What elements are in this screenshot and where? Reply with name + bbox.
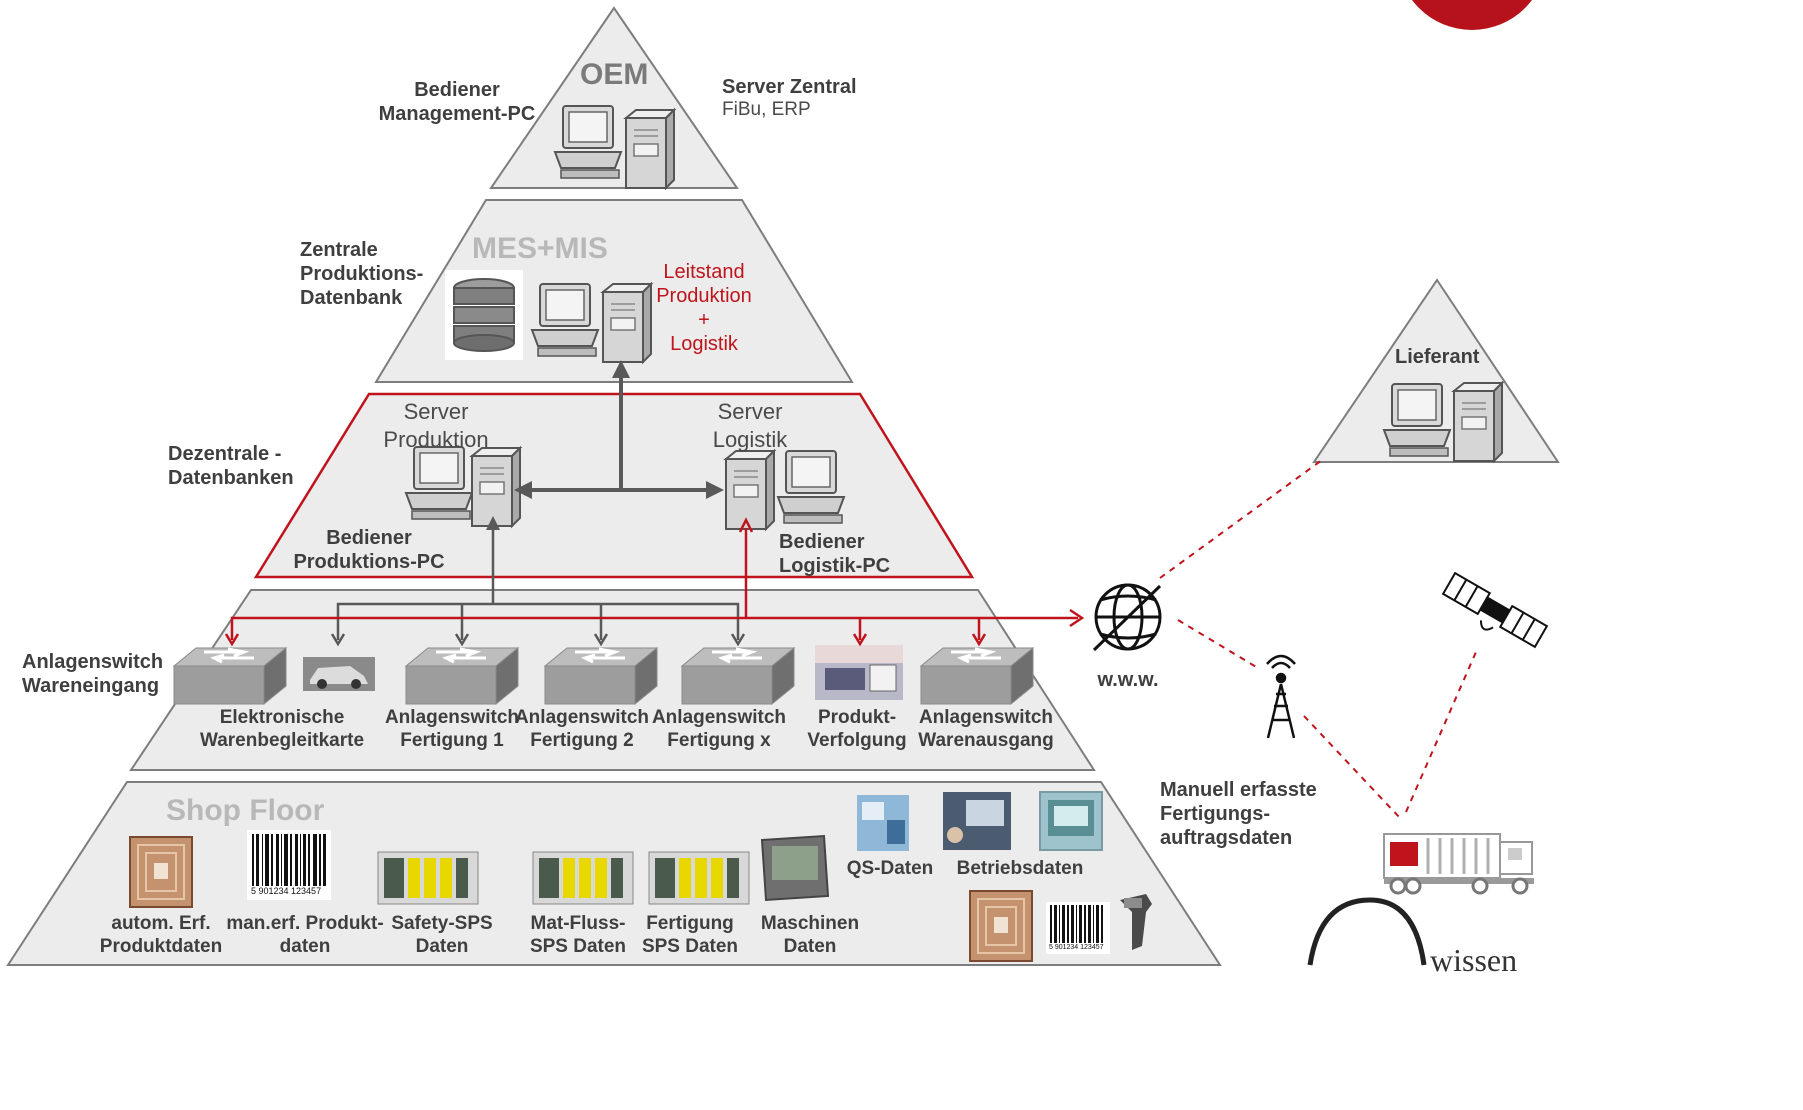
- server-zentral-title: Server Zentral: [722, 76, 857, 98]
- management-pc-label: Bediener Management-PC: [379, 78, 536, 126]
- server-logistik-icon: [725, 450, 775, 530]
- switch-item-label: Anlagenswitch Fertigung x: [651, 707, 787, 751]
- mes-server-icon: [602, 283, 652, 363]
- dashed-wireless-links: [1159, 459, 1477, 819]
- gray-connections: [514, 360, 724, 499]
- switch-item-label: Anlagenswitch Fertigung 1: [384, 707, 520, 751]
- leitstand-pc-icon: [531, 283, 599, 357]
- truck-icon: [1383, 833, 1534, 895]
- mat-fluss-sps-icon: [532, 851, 634, 905]
- management-pc-label-text: Bediener Management-PC: [378, 79, 536, 125]
- betriebsdaten-label: Betriebsdaten: [956, 858, 1084, 879]
- tier-dezentral: [253, 392, 975, 579]
- server-logistik-label: Server Logistik: [712, 399, 788, 452]
- brand-circle: [1412, 0, 1532, 30]
- shopfloor-title: Shop Floor: [166, 794, 325, 827]
- server-zentral-icon: [625, 109, 675, 189]
- management-pc-icon: [554, 105, 622, 179]
- manuell-label: Manuell erfasste Fertigungs- auftragsdat…: [1160, 779, 1317, 849]
- barcode-2-icon: [1046, 902, 1110, 954]
- shopfloor-item-label: autom. Erf. Produktdaten: [99, 913, 223, 957]
- shopfloor-item-label: man.erf. Produkt- daten: [226, 913, 384, 957]
- logistik-pc-icon: [777, 450, 845, 524]
- bediener-logistik-label: Bediener Logistik-PC: [779, 531, 891, 577]
- shopfloor-item-label: Fertigung SPS Daten: [641, 913, 739, 957]
- barcode-2-number: 5 901234 123457: [1049, 944, 1104, 951]
- produktverfolgung-icon: [815, 645, 903, 700]
- www-label: w.w.w.: [1097, 669, 1159, 691]
- logo-arc: [1307, 897, 1427, 966]
- oem-title: OEM: [580, 58, 649, 91]
- zentrale-db-label: Zentrale Produktions- Datenbank: [300, 239, 424, 309]
- lieferant-label: Lieferant: [1395, 346, 1480, 368]
- shopfloor-item-label: Maschinen Daten: [760, 913, 860, 957]
- server-produktion-icon: [471, 447, 521, 527]
- rfid-tag-2-icon: [969, 890, 1033, 962]
- antenna-tower-icon: [1266, 654, 1296, 739]
- switch-fertigung2-icon: [543, 646, 659, 706]
- database-icon: [445, 270, 523, 360]
- barcode-icon: [247, 830, 331, 900]
- switch-item-label: Anlagenswitch Warenausgang: [918, 707, 1054, 751]
- gray-switch-links: [330, 516, 746, 647]
- leitstand-label: Leitstand Produktion + Logistik: [656, 261, 752, 355]
- barcode-scanner-icon: [1120, 894, 1152, 950]
- car-icon: [303, 657, 375, 691]
- shopfloor-item-label: Safety-SPS Daten: [391, 913, 493, 957]
- fertigung-sps-icon: [648, 851, 750, 905]
- betriebsdaten-icon: [943, 792, 1011, 850]
- switch-item-label: Produkt- Verfolgung: [807, 707, 907, 751]
- shopfloor-item-label: Mat-Fluss- SPS Daten: [529, 913, 627, 957]
- produktions-pc-icon: [405, 446, 473, 520]
- lieferant-server-icon: [1453, 382, 1503, 462]
- anlagenswitch-wareneingang-label: Anlagenswitch Wareneingang: [22, 651, 164, 697]
- qs-daten-icon: [857, 795, 909, 851]
- red-connections: [224, 517, 1085, 647]
- monitor-panel-icon: [1039, 791, 1103, 851]
- globe-icon: [1092, 583, 1162, 652]
- dezentrale-db-label: Dezentrale - Datenbanken: [168, 443, 294, 489]
- qs-daten-label: QS-Daten: [846, 858, 934, 879]
- switch-warenausgang-icon: [919, 646, 1035, 706]
- maschinen-panel-icon: [760, 834, 830, 902]
- rfid-tag-icon: [129, 836, 193, 908]
- logo-text: wissen: [1430, 942, 1518, 978]
- barcode-number: 5 901234 123457: [251, 886, 322, 896]
- switch-fertigungx-icon: [680, 646, 796, 706]
- satellite-icon: [1441, 571, 1549, 649]
- server-produktion-label: Server Produktion: [383, 399, 489, 452]
- switch-item-label: Elektronische Warenbegleitkarte: [199, 707, 365, 751]
- switch-fertigung1-icon: [404, 646, 520, 706]
- lieferant-pc-icon: [1383, 383, 1451, 457]
- safety-sps-icon: [377, 851, 479, 905]
- tier-oem: [489, 6, 739, 189]
- switch-wareneingang-icon: [172, 646, 288, 706]
- mes-title: MES+MIS: [472, 232, 608, 265]
- bediener-produktion-label: Bediener Produktions-PC: [293, 527, 445, 573]
- switch-item-label: Anlagenswitch Fertigung 2: [514, 707, 650, 751]
- server-zentral-subtitle: FiBu, ERP: [722, 99, 811, 120]
